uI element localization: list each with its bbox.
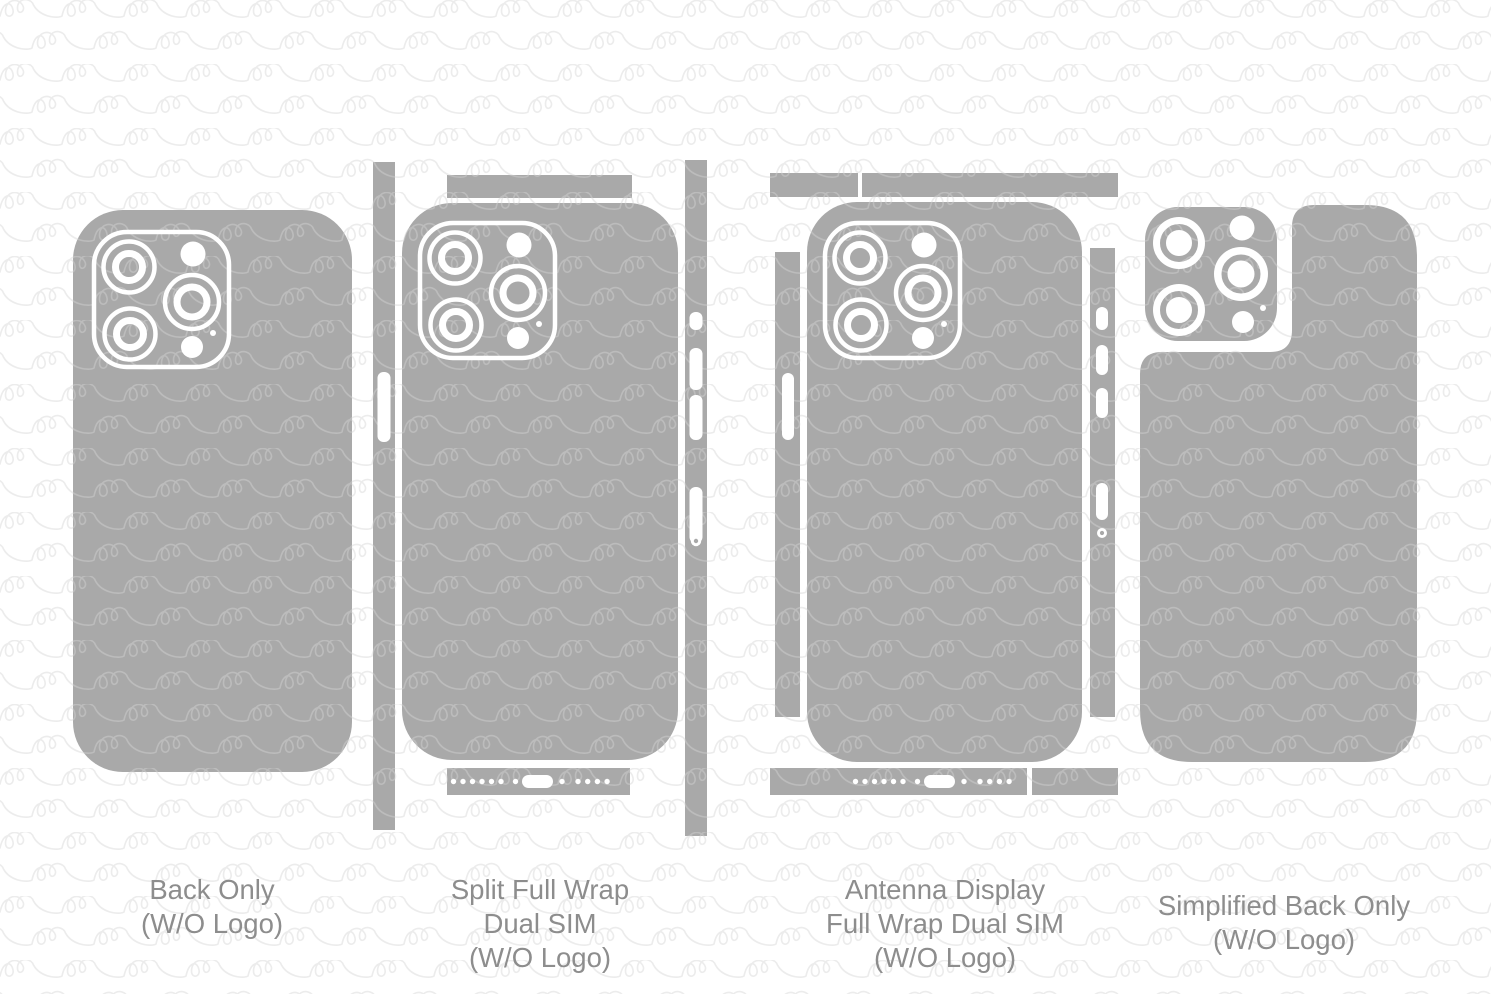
label-antenna-line1: Antenna Display: [845, 874, 1046, 905]
label-simplified-line1: Simplified Back Only: [1158, 890, 1410, 921]
label-back-only-line2: (W/O Logo): [141, 908, 283, 939]
label-split-wrap-line3: (W/O Logo): [469, 942, 611, 973]
label-split-wrap-line2: Dual SIM: [483, 908, 596, 939]
label-split-wrap-line1: Split Full Wrap: [451, 874, 629, 905]
label-back-only-line1: Back Only: [149, 874, 275, 905]
label-antenna-line3: (W/O Logo): [874, 942, 1016, 973]
label-antenna-line2: Full Wrap Dual SIM: [826, 908, 1064, 939]
label-simplified-line2: (W/O Logo): [1213, 924, 1355, 955]
variant-labels: Back Only (W/O Logo) Split Full Wrap Dua…: [141, 874, 1410, 973]
